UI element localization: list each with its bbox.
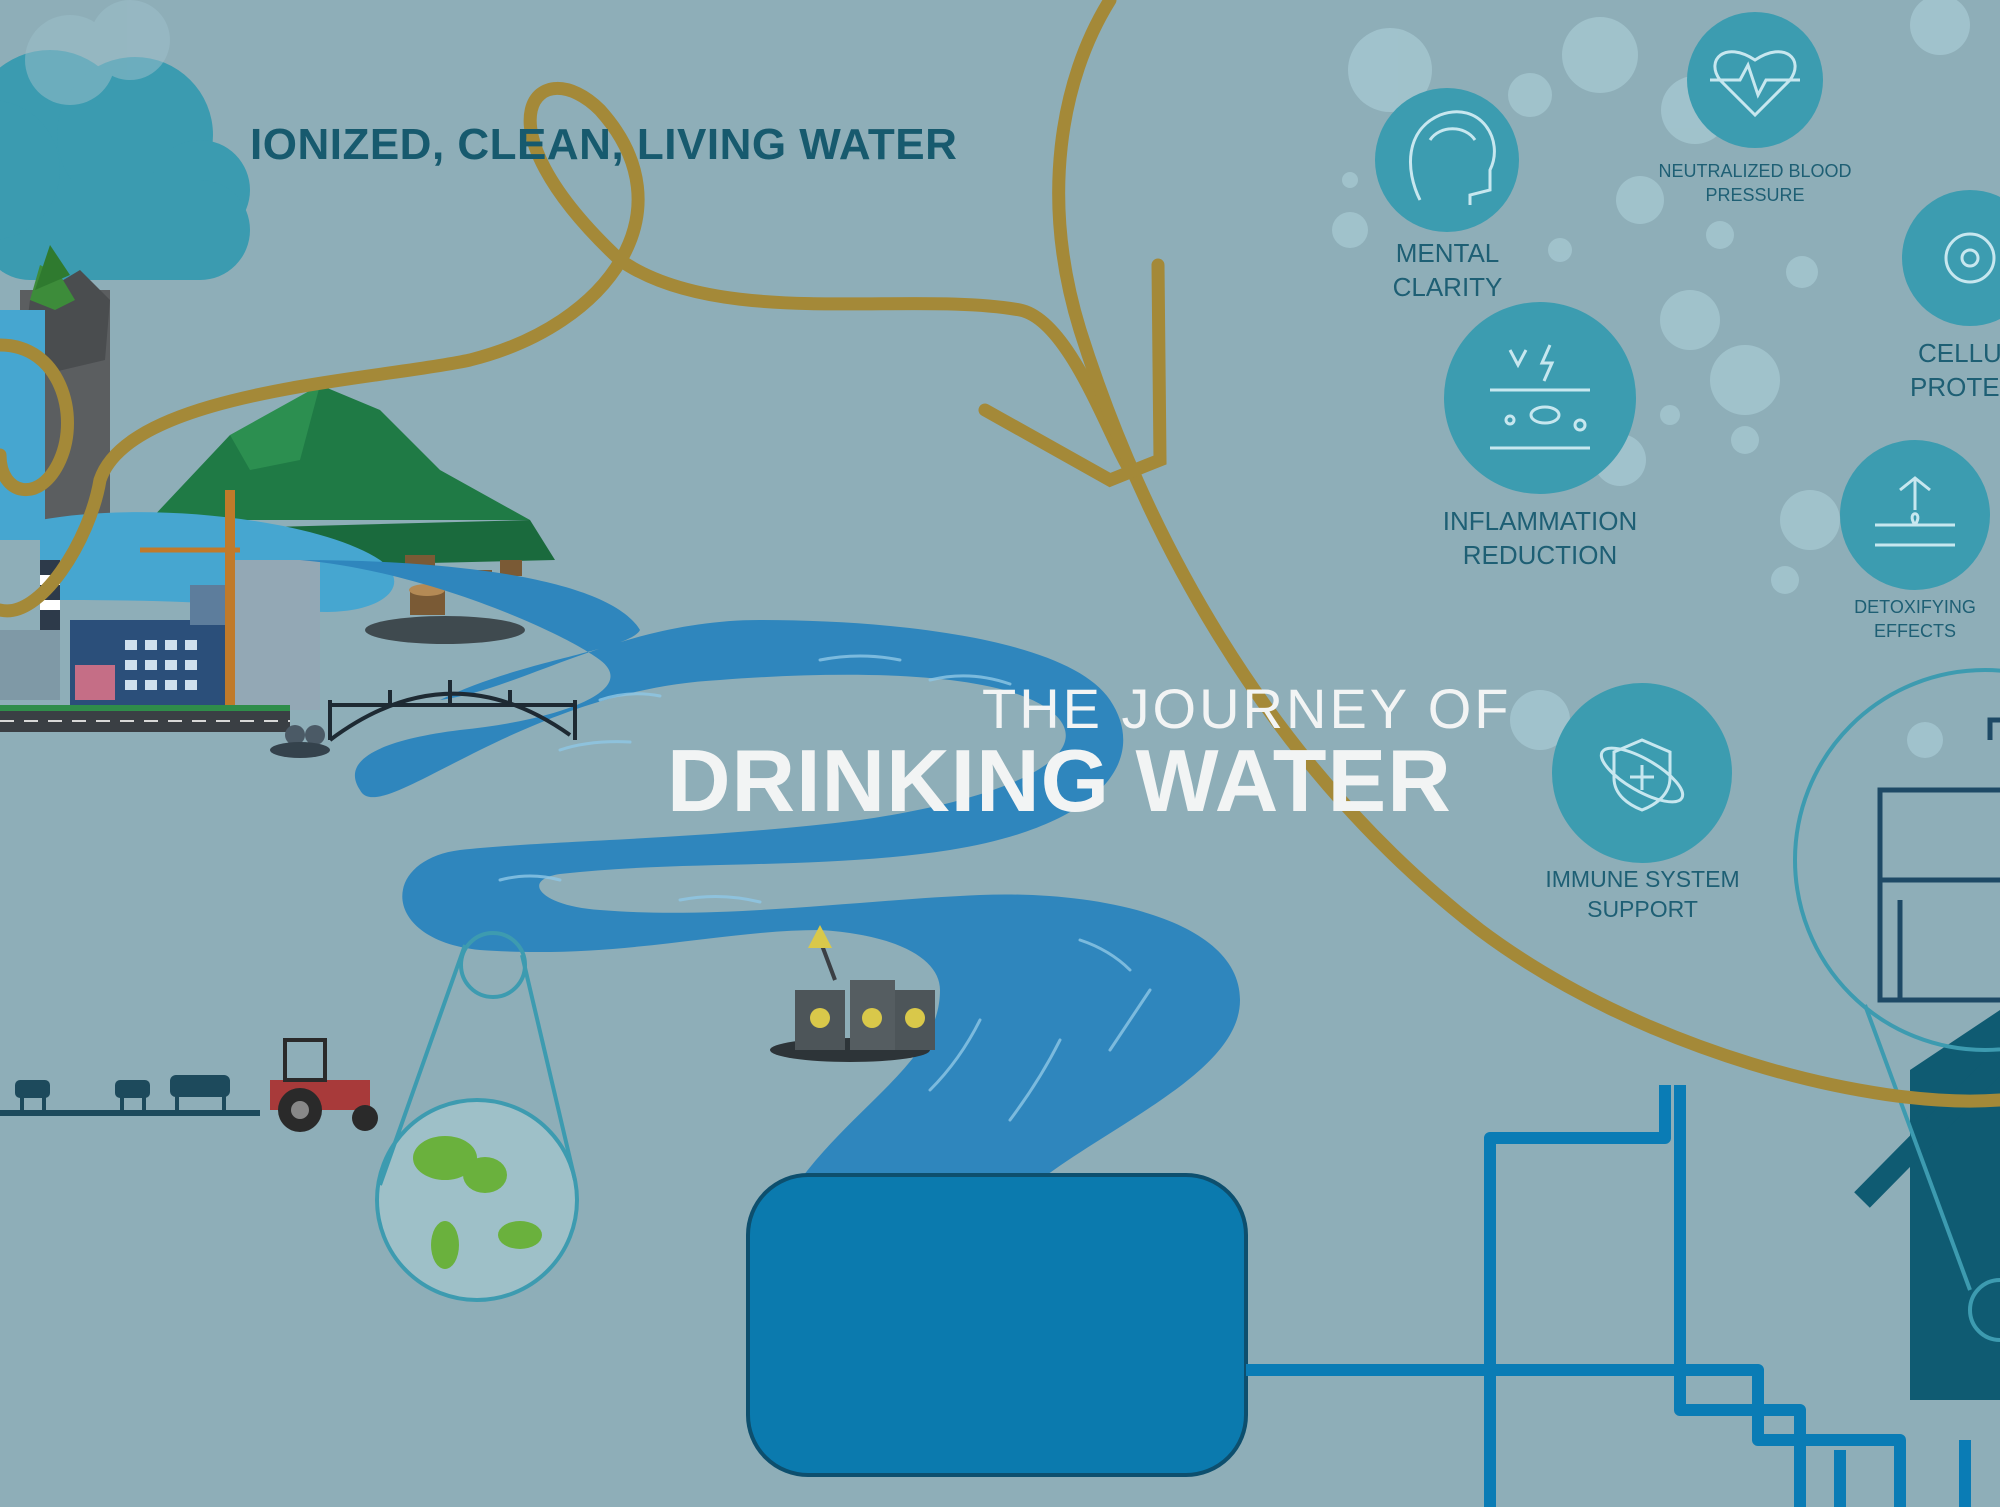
brain-head-icon <box>1409 110 1496 205</box>
benefit-label-line: IMMUNE SYSTEM <box>1545 866 1740 892</box>
benefit-label-cellular: CELLUL PROTECT <box>1900 336 2000 405</box>
benefit-label-line: PROTECT <box>1910 372 2000 403</box>
pipe-network <box>1246 1085 1971 1507</box>
farm-illustration <box>0 1075 260 1116</box>
river-ripples <box>498 654 1152 1122</box>
benefit-label-line: PRESSURE <box>1705 184 1805 205</box>
factory-illustration <box>0 490 320 732</box>
heart-pulse-icon <box>1710 50 1800 118</box>
benefit-label-line: MENTAL <box>1395 238 1500 268</box>
skin-layers-icon <box>1490 344 1590 450</box>
benefit-label-blood: NEUTRALIZED BLOOD PRESSURE <box>1640 160 1870 208</box>
title-line-1: THE JOURNEY OF <box>982 677 1512 740</box>
benefit-label-line: EFFECTS <box>1873 620 1956 641</box>
bacteria-icon <box>413 1136 542 1269</box>
benefit-label-line: INFLAMMATION <box>1442 506 1638 536</box>
cloud-highlight <box>25 0 170 105</box>
journey-path-line <box>0 0 2000 1108</box>
river-shape <box>300 560 1240 1180</box>
tractor-illustration <box>270 1038 378 1132</box>
benefit-label-line: CELLUL <box>1918 338 2000 368</box>
detox-drop-icon <box>1875 476 1955 547</box>
sink-icon <box>1877 717 2000 1003</box>
shield-atom-icon <box>1599 738 1685 812</box>
benefit-label-line: DETOXIFYING <box>1854 597 1976 617</box>
bridge-illustration <box>328 680 577 742</box>
benefit-label-detox: DETOXIFYING EFFECTS <box>1830 596 2000 644</box>
cell-icon <box>1944 232 1996 284</box>
benefit-label-line: NEUTRALIZED BLOOD <box>1658 161 1852 181</box>
benefit-label-inflammation: INFLAMMATION REDUCTION <box>1420 504 1660 573</box>
water-tank <box>746 1173 1248 1477</box>
title-line-2: DRINKING WATER <box>667 731 1452 830</box>
benefit-label-mental: MENTAL CLARITY <box>1370 236 1525 305</box>
benefit-label-immune: IMMUNE SYSTEM SUPPORT <box>1520 864 1765 925</box>
bacteria-magnifier <box>375 931 579 1302</box>
sink-magnifier <box>1793 668 2000 1342</box>
tagline: IONIZED, CLEAN, LIVING WATER <box>250 120 958 169</box>
benefit-label-line: CLARITY <box>1392 272 1503 303</box>
benefit-label-line: SUPPORT <box>1587 896 1698 923</box>
benefit-label-line: REDUCTION <box>1462 540 1618 571</box>
house-illustration <box>1854 1010 2000 1400</box>
drain-pipes-illustration <box>270 725 330 758</box>
toxic-barrels-illustration <box>770 925 935 1062</box>
